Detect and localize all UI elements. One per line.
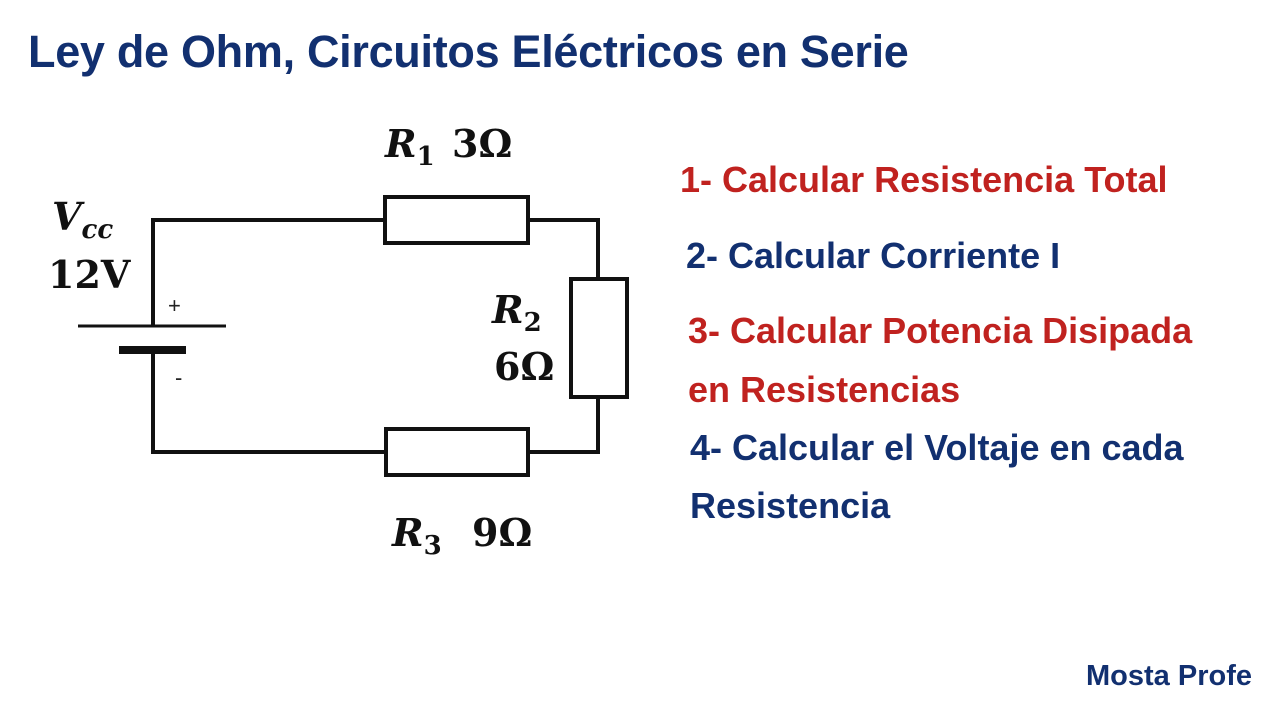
step-3-line-2: en Resistencias bbox=[688, 369, 961, 410]
source-symbol-label: Vcc bbox=[52, 194, 113, 245]
wire-top-right bbox=[526, 218, 600, 281]
battery-symbol bbox=[78, 324, 226, 354]
battery-plus-sign: + bbox=[168, 293, 181, 318]
step-1: 1- Calcular Resistencia Total bbox=[680, 159, 1168, 200]
r1-value: 3Ω bbox=[452, 121, 512, 166]
resistor-r3 bbox=[384, 427, 530, 477]
step-3-line-1: 3- Calcular Potencia Disipada bbox=[688, 310, 1193, 351]
r3-label: R3 bbox=[391, 510, 442, 561]
wire-top bbox=[151, 218, 387, 327]
author-credit: Mosta Profe bbox=[1086, 660, 1252, 692]
resistor-r2 bbox=[569, 277, 629, 399]
page-title: Ley de Ohm, Circuitos Eléctricos en Seri… bbox=[28, 26, 909, 77]
step-2: 2- Calcular Corriente I bbox=[686, 235, 1061, 276]
source-voltage-value: 12V bbox=[48, 252, 132, 297]
step-4-line-2: Resistencia bbox=[690, 485, 891, 526]
series-circuit-diagram: + - Vcc 12V R1 3Ω R2 6Ω R3 9Ω bbox=[48, 121, 629, 561]
r3-value: 9Ω bbox=[472, 510, 532, 555]
step-4-line-1: 4- Calcular el Voltaje en cada bbox=[690, 427, 1184, 468]
battery-minus-sign: - bbox=[175, 365, 182, 390]
r1-label: R1 bbox=[384, 121, 435, 172]
resistor-r1 bbox=[383, 195, 530, 245]
r2-label: R2 bbox=[491, 287, 542, 338]
r2-value: 6Ω bbox=[494, 344, 554, 389]
wire-bottom-right bbox=[526, 395, 600, 454]
wire-bottom bbox=[151, 348, 388, 454]
